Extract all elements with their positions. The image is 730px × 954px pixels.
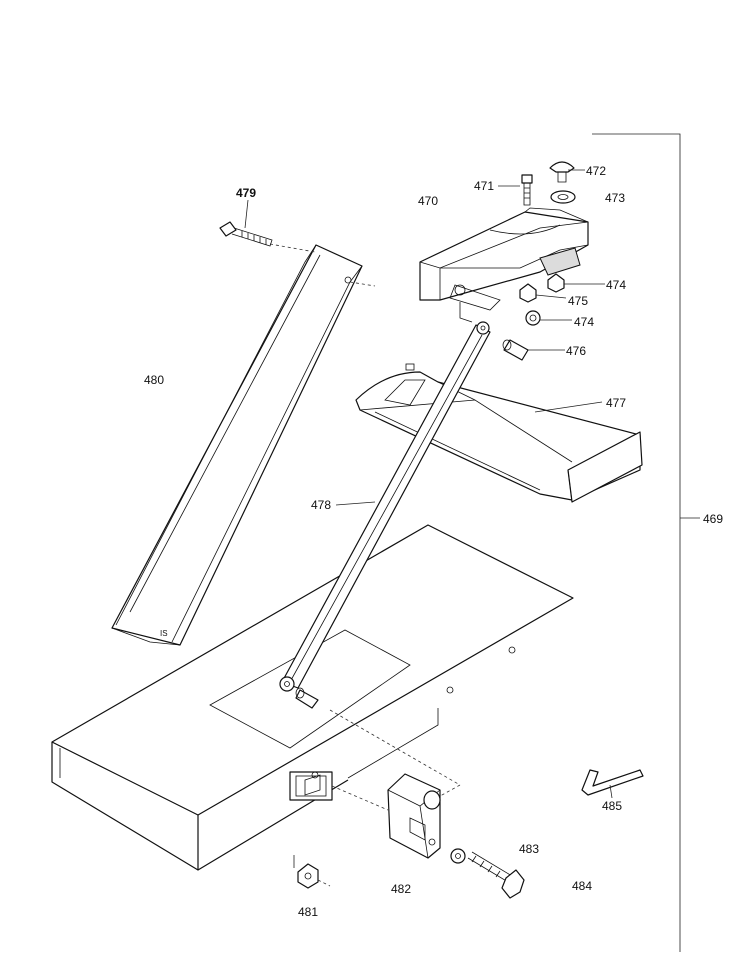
label-481: 481 <box>298 905 318 919</box>
cover-480: IS <box>111 243 376 646</box>
label-482: 482 <box>391 882 411 896</box>
label-483: 483 <box>519 842 539 856</box>
label-480: 480 <box>144 373 164 387</box>
screw-471 <box>498 174 533 206</box>
support-477 <box>355 363 643 503</box>
svg-text:IS: IS <box>160 629 168 638</box>
hex-key-485 <box>581 769 644 799</box>
label-474b: 474 <box>574 315 594 329</box>
label-470: 470 <box>418 194 438 208</box>
label-477: 477 <box>606 396 626 410</box>
label-484: 484 <box>572 879 592 893</box>
label-485: 485 <box>602 799 622 813</box>
washer-473 <box>550 190 576 204</box>
label-469: 469 <box>703 512 723 526</box>
label-471: 471 <box>474 179 494 193</box>
nut-481 <box>293 855 331 889</box>
label-478: 478 <box>311 498 331 512</box>
knob-472 <box>549 161 585 183</box>
link-arm-478 <box>279 321 491 692</box>
lower-pin <box>295 687 319 709</box>
label-474a: 474 <box>606 278 626 292</box>
label-472: 472 <box>586 164 606 178</box>
clamp-482 <box>331 773 441 859</box>
bolt-479 <box>219 199 273 247</box>
housing-470 <box>419 207 589 323</box>
label-475: 475 <box>568 294 588 308</box>
label-473: 473 <box>605 191 625 205</box>
pin-476 <box>502 339 565 361</box>
assembly-bracket-469 <box>592 133 700 952</box>
label-476: 476 <box>566 344 586 358</box>
label-479: 479 <box>236 186 256 200</box>
nut-474-475 <box>519 273 605 326</box>
bolt-483 <box>450 848 525 899</box>
